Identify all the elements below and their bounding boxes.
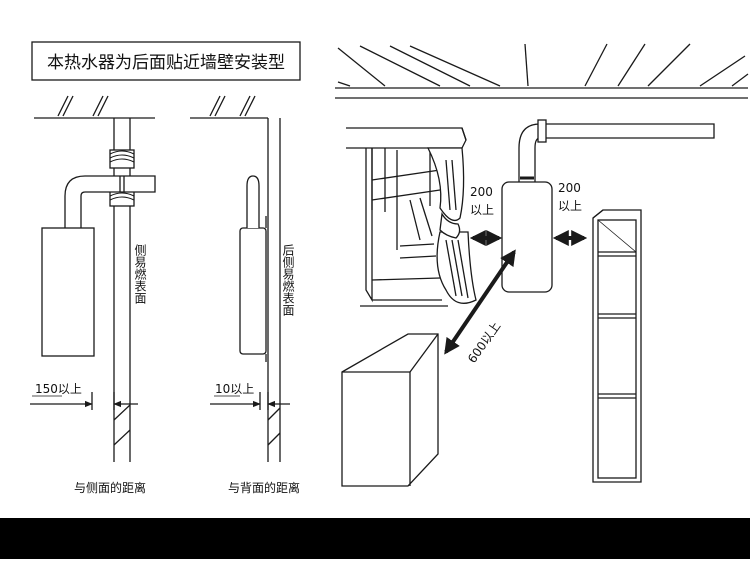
ceiling-hatch-2 — [209, 95, 256, 117]
room-flue-pipe — [518, 119, 715, 182]
back-clearance-diagram: 后侧易燃表面 10以上 与背面的距离 — [190, 95, 300, 495]
side-caption: 与侧面的距离 — [74, 480, 146, 495]
side-clearance-value: 150以上 — [35, 382, 82, 396]
appliance-box — [341, 333, 439, 487]
back-combustible-label: 后侧易燃表面 — [281, 244, 295, 316]
ceiling-hatch — [57, 95, 109, 117]
title-box: 本热水器为后面贴近墙壁安装型 — [31, 41, 301, 81]
left-clearance-unit: 以上 — [470, 203, 494, 217]
right-clearance-value: 200 — [558, 181, 581, 195]
title-text: 本热水器为后面贴近墙壁安装型 — [47, 53, 285, 73]
water-heater-profile — [239, 227, 267, 355]
back-wall — [267, 118, 281, 462]
room-scene: 200 以上 200 以上 600以上 — [335, 43, 749, 487]
flue-pipe — [113, 118, 131, 462]
water-heater-side — [41, 227, 95, 357]
shelf — [592, 209, 642, 483]
back-clearance-value: 10以上 — [215, 382, 254, 396]
front-clearance-label: 600以上 — [465, 319, 503, 365]
left-clearance-value: 200 — [470, 185, 493, 199]
back-caption: 与背面的距离 — [228, 480, 300, 495]
room-water-heater — [501, 181, 553, 293]
side-clearance-diagram: 侧易燃表面 150以上 与侧面的距离 — [30, 95, 156, 495]
front-clearance-arrow — [444, 249, 516, 355]
side-combustible-label: 侧易燃表面 — [133, 244, 147, 304]
right-clearance-unit: 以上 — [558, 199, 582, 213]
bottom-bar — [0, 518, 750, 559]
room-ceiling — [335, 43, 749, 99]
